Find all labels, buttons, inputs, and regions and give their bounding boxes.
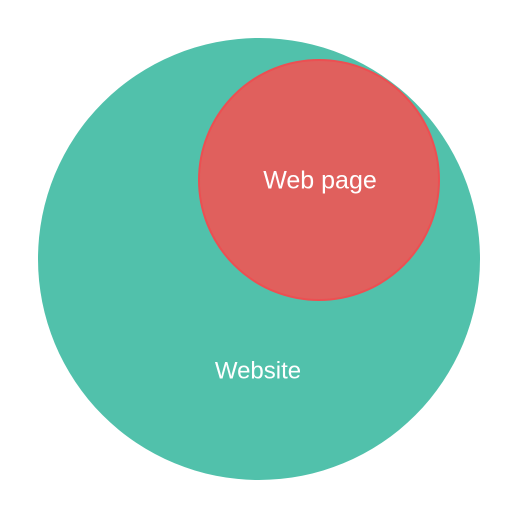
website-label: Website: [215, 357, 301, 384]
web-page-circle: [198, 59, 440, 301]
web-page-label: Web page: [263, 167, 377, 195]
